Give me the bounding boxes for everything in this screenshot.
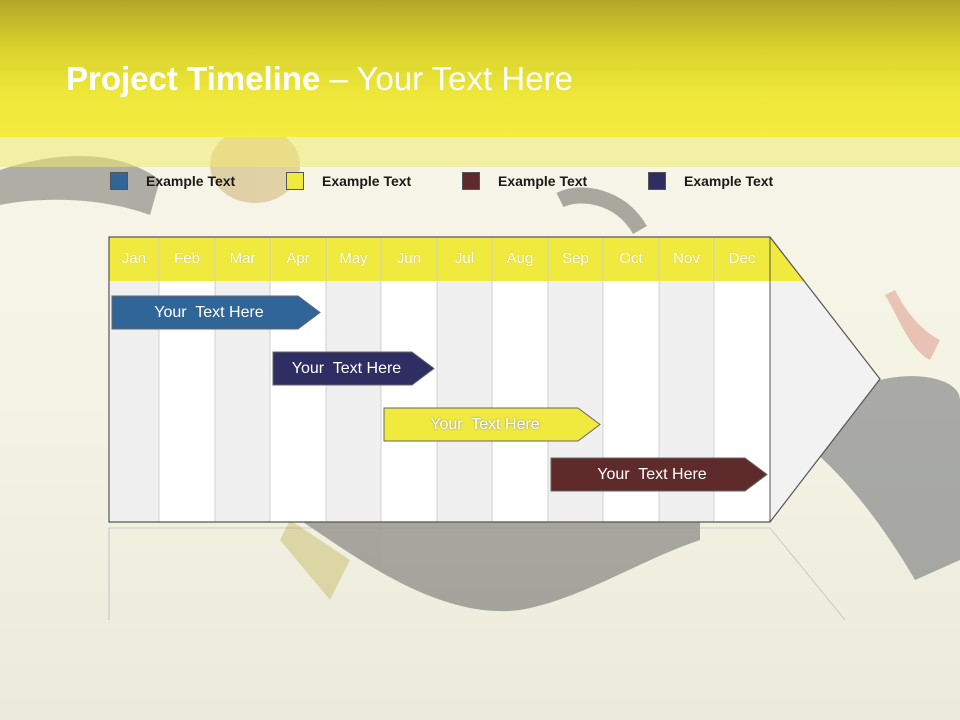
month-label-sep: Sep [562, 250, 589, 267]
task-label-1: Your Text Here [154, 304, 264, 321]
legend-label-1: Example Text [146, 173, 236, 189]
month-label-oct: Oct [619, 250, 643, 267]
month-label-nov: Nov [673, 250, 700, 267]
task-label-3: Your Text Here [430, 416, 540, 433]
legend-label-2: Example Text [322, 173, 412, 189]
slide-title: Project Timeline – Your Text Here [66, 60, 573, 98]
task-bar-2 [272, 351, 435, 386]
legend-label-4: Example Text [684, 173, 774, 189]
task-bar-1 [111, 295, 321, 330]
month-column [381, 281, 437, 522]
legend-swatch-4 [648, 172, 666, 190]
title-banner [0, 0, 960, 137]
month-column [437, 281, 492, 522]
task-label-4: Your Text Here [597, 466, 707, 483]
legend-item-1: Example Text [110, 171, 235, 191]
month-label-mar: Mar [229, 250, 256, 267]
month-header-band [109, 237, 805, 281]
task-bar-3 [383, 407, 601, 442]
legend-swatch-1 [110, 172, 128, 190]
slide-title-bold: Project Timeline [66, 60, 321, 97]
month-label-jul: Jul [454, 250, 475, 267]
reflection-line [769, 527, 846, 621]
month-label-dec: Dec [728, 250, 756, 267]
month-label-feb: Feb [174, 250, 200, 267]
legend-label-3: Example Text [498, 173, 588, 189]
task-bar-4 [550, 457, 768, 492]
month-label-apr: Apr [286, 250, 310, 267]
month-label-jan: Jan [121, 250, 147, 267]
month-column [492, 281, 548, 522]
arrow-outline [108, 236, 881, 523]
legend-item-3: Example Text [462, 171, 587, 191]
month-column [326, 281, 381, 522]
legend-item-2: Example Text [286, 171, 411, 191]
title-banner-band [0, 137, 960, 167]
task-label-2: Your Text Here [291, 360, 402, 377]
month-label-jun: Jun [396, 250, 422, 267]
month-label-aug: Aug [506, 250, 534, 267]
month-label-may: May [339, 250, 368, 267]
legend-swatch-2 [286, 172, 304, 190]
legend-item-4: Example Text [648, 171, 773, 191]
arrow-point [770, 237, 880, 522]
slide-title-rest: – Your Text Here [320, 60, 573, 97]
legend-swatch-3 [462, 172, 480, 190]
